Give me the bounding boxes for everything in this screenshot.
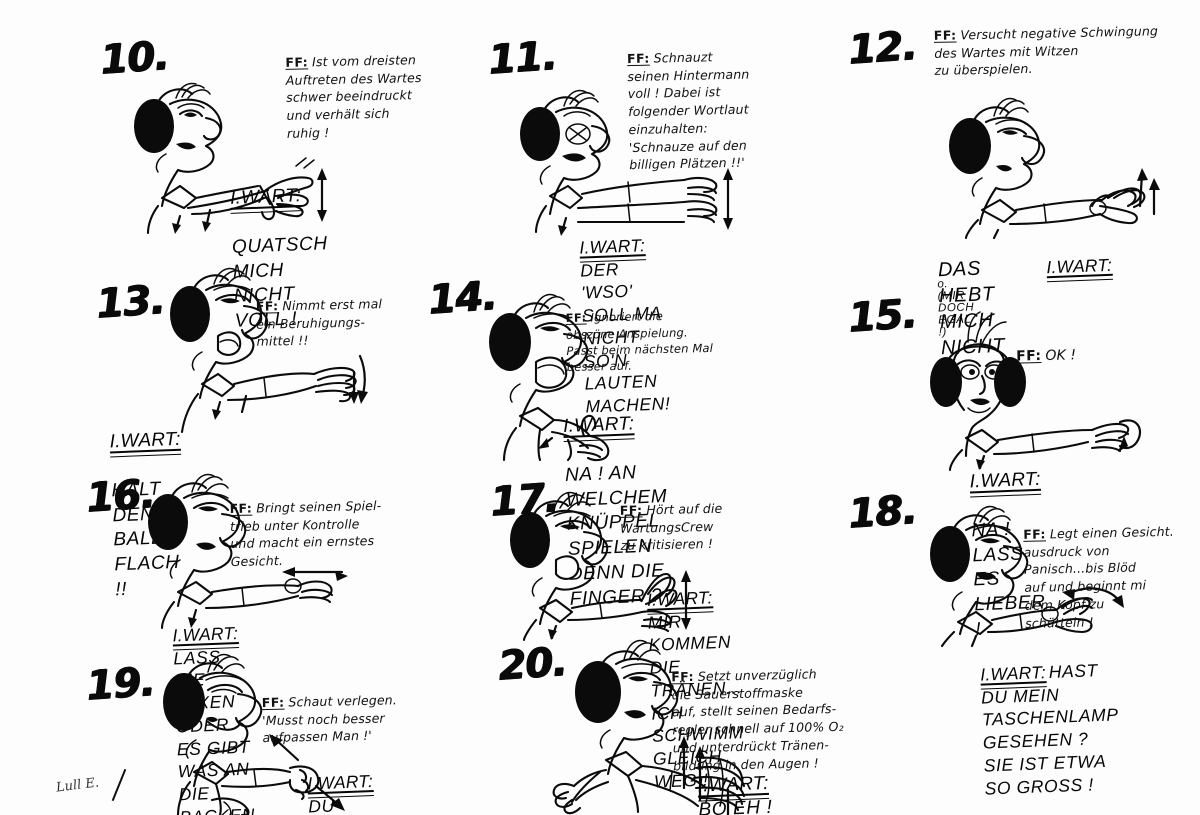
ff-note-13: FF:Nimmt erst mal ein Beruhigungs- mitte…: [255, 276, 426, 351]
panel-number-19: 19.: [84, 658, 156, 710]
ff-label-11: FF:: [626, 50, 650, 66]
panel-number-18: 18.: [846, 486, 918, 538]
wart-text-19: DU SPIELST JA SCHON WIEDER AN DIR RUM !: [307, 794, 336, 815]
wart-speech-12: I.WART:: [1045, 231, 1115, 279]
figure-15: [928, 310, 1148, 472]
ff-note-16: FF:Bringt seinen Spiel- trieb unter Kont…: [229, 478, 426, 571]
ff-label-16: FF:: [229, 500, 253, 516]
figure-17: [500, 490, 710, 642]
panel-number-10: 10.: [98, 32, 170, 84]
ff-label-13: FF:: [255, 298, 279, 314]
artist-signature: Lull E.: [55, 775, 100, 796]
figure-12: [940, 88, 1160, 240]
ff-note-10: FF:Ist vom dreisten Auftreten des Wartes…: [285, 32, 467, 142]
ff-label-14: FF:: [565, 310, 587, 326]
panel-number-11: 11.: [486, 32, 558, 84]
signature-slash: [111, 768, 127, 802]
ff-label-12: FF:: [933, 27, 957, 43]
wart-speech-18: I.WART:HAST DU MEIN TASCHENLAMP GESEHEN …: [979, 635, 1122, 799]
ff-text-14: Ignoriert die obszöne Anspielung. Passt …: [565, 309, 714, 375]
wart-label-12: I.WART:: [1046, 254, 1113, 278]
wart-label-20: I.WART:: [697, 772, 769, 799]
figure-16: [138, 473, 358, 630]
wart-speech-19: I.WART:DU SPIELST JA SCHON WIEDER AN DIR…: [306, 747, 390, 815]
ff-note-19: FF:Schaut verlegen. 'Musst noch besser a…: [261, 672, 462, 747]
wart-speech-20: I.WART:BO EH ! DER RIECHT ABER STRENG !!…: [696, 746, 786, 815]
ff-label-18: FF:: [1023, 526, 1047, 542]
ff-note-12: FF:Versucht negative Schwingung des Wart…: [933, 3, 1200, 80]
ff-label-20: FF:: [671, 668, 695, 685]
wart-label-19: I.WART:: [307, 770, 374, 794]
wart-label-11: I.WART:: [579, 234, 646, 258]
wart-label-15: I.WART:: [969, 467, 1041, 494]
ff-note-18: FF:Legt einen Gesicht. ausdruck von Pani…: [1023, 504, 1200, 632]
ff-label-10: FF:: [285, 54, 309, 70]
panel-number-12: 12.: [846, 22, 918, 74]
panel-number-15: 15.: [846, 290, 918, 342]
ff-note-15: FF:OK !: [1016, 324, 1167, 367]
ff-text-11: Schnauzt seinen Hintermann voll ! Dabei …: [627, 49, 750, 173]
ff-note-11: FF:Schnauzt seinen Hintermann voll ! Dab…: [627, 28, 830, 174]
wart-label-13: I.WART:: [109, 427, 181, 454]
ff-label-19: FF:: [261, 694, 285, 710]
wart-label-18: I.WART:: [979, 661, 1047, 685]
wart-label-16: I.WART:: [172, 622, 239, 646]
ff-note-14: FF:Ignoriert die obszöne Anspielung. Pas…: [565, 290, 757, 376]
ff-label-17: FF:: [619, 502, 643, 518]
figure-13: [160, 267, 380, 434]
panel-number-13: 13.: [94, 276, 166, 328]
panel-number-20: 20.: [496, 638, 568, 690]
wart-label-10: I.WART:: [230, 184, 302, 211]
wart-label-14: I.WART:: [563, 412, 635, 439]
ff-text-12: Versucht negative Schwingung des Wartes …: [934, 22, 1159, 79]
ff-label-15: FF:: [1016, 347, 1042, 365]
ff-note-17: FF:Hört auf die WartungsCrew zu kritisie…: [619, 480, 800, 555]
figure-19: [150, 653, 360, 815]
figure-18: [920, 505, 1140, 648]
wart-label-17: I.WART:: [646, 587, 713, 610]
ff-text-15: OK !: [1045, 347, 1077, 364]
figure-11: [508, 82, 738, 236]
